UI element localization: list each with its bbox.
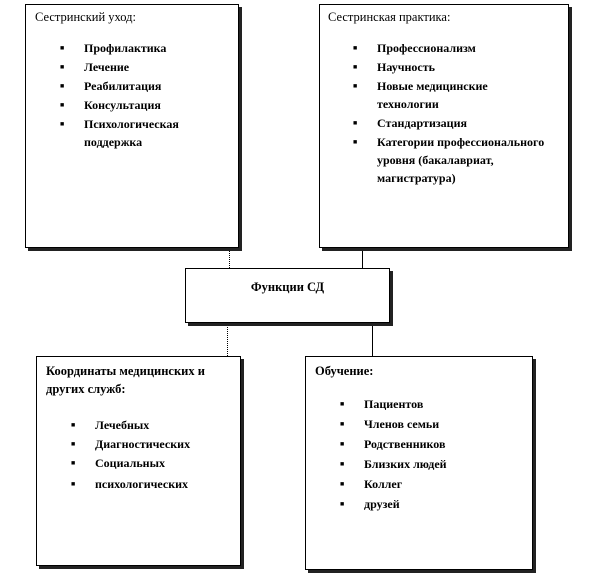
list-item: Профессионализм — [353, 39, 567, 57]
box-nursing-practice-title: Сестринская практика: — [328, 10, 451, 24]
list-item: друзей — [340, 495, 514, 513]
list-item: Родственников — [340, 435, 514, 453]
box-training: Обучение: Пациентов Членов семьи Родстве… — [305, 356, 533, 570]
list-item: Близких людей — [340, 455, 514, 473]
box-coordination-list: Лечебных Диагностических Социальных псих… — [71, 416, 235, 493]
list-item: Категории профессионального уровня (бака… — [353, 133, 567, 187]
list-item: Консультация — [60, 96, 224, 114]
box-nursing-care-title: Сестринский уход: — [35, 10, 137, 24]
list-item: Членов семьи — [340, 415, 514, 433]
list-item: Новые медицинские технологии — [353, 77, 527, 113]
box-center-functions: Функции СД — [185, 268, 390, 323]
box-training-list: Пациентов Членов семьи Родственников Бли… — [340, 395, 514, 513]
list-item: Лечебных — [71, 416, 235, 434]
list-item: Стандартизация — [353, 114, 567, 132]
box-nursing-practice: Сестринская практика: Профессионализм На… — [319, 4, 569, 248]
box-nursing-care: Сестринский уход: Профилактика Лечение Р… — [25, 4, 239, 248]
list-item: Коллег — [340, 475, 514, 493]
connector-care — [229, 244, 230, 270]
box-nursing-care-list: Профилактика Лечение Реабилитация Консул… — [60, 39, 224, 151]
connector-practice — [362, 246, 363, 270]
box-nursing-practice-list: Профессионализм Научность Новые медицинс… — [353, 39, 567, 187]
connector-training — [372, 322, 373, 358]
list-item: Диагностических — [71, 435, 235, 453]
list-item: Психологическая поддержка — [60, 115, 224, 151]
box-coordination-title: Координаты медицинских и других служб: — [46, 364, 205, 396]
list-item: Реабилитация — [60, 77, 224, 95]
list-item: Научность — [353, 58, 567, 76]
list-item: Пациентов — [340, 395, 514, 413]
list-item: Социальных — [71, 454, 235, 472]
connector-coord — [227, 322, 228, 358]
box-center-title: Функции СД — [250, 280, 325, 294]
list-item: психологических — [71, 475, 235, 493]
box-coordination: Координаты медицинских и других служб: Л… — [36, 356, 241, 566]
list-item: Профилактика — [60, 39, 224, 57]
list-item: Лечение — [60, 58, 224, 76]
box-training-title: Обучение: — [315, 364, 374, 378]
